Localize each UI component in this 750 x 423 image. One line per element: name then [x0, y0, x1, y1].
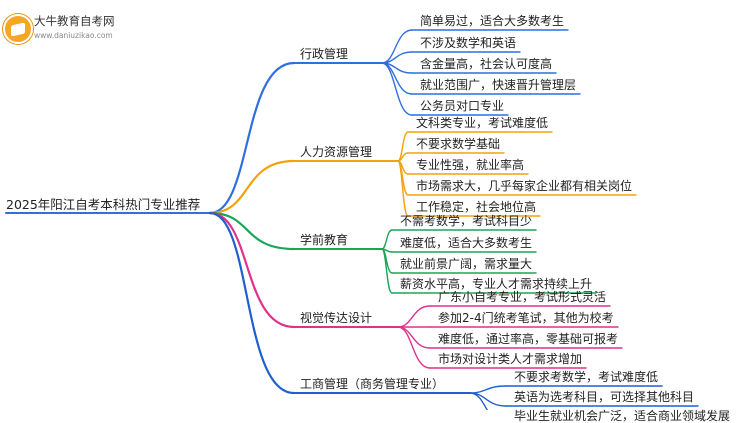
- leaf-topic-1-1: 不要求数学基础: [416, 137, 501, 151]
- leaf-topic-0-2: 含金量高，社会认可度高: [420, 57, 553, 71]
- branch-topic-4: 工商管理（商务管理专业）: [300, 377, 445, 391]
- leaf-link-0-0: [381, 29, 413, 64]
- leaf-link-0-3: [381, 62, 413, 95]
- leaf-topic-4-1: 英语为选考科目，可选择其他科目: [514, 390, 695, 404]
- leaf-link-3-0: [397, 305, 431, 328]
- branch-link-4: [208, 211, 296, 395]
- logo: 大牛教育自考网 www.daniuzikao.com: [3, 12, 143, 46]
- logo-name: 大牛教育自考网: [34, 14, 115, 28]
- leaf-link-3-2: [397, 326, 431, 349]
- leaf-topic-0-1: 不涉及数学和英语: [420, 36, 517, 50]
- branch-link-0: [208, 61, 296, 215]
- leaf-topic-1-0: 文科类专业，考试难度低: [416, 116, 549, 130]
- leaf-topic-0-0: 简单易过，适合大多数考生: [420, 14, 565, 28]
- branch-link-3: [208, 211, 296, 329]
- mind-map: 2025年阳江自考本科热门专业推荐 行政管理 简单易过，适合大多数考生不涉及数学和…: [5, 14, 730, 423]
- leaf-topic-1-2: 专业性强，就业率高: [416, 158, 525, 172]
- leaf-link-2-3: [381, 248, 393, 294]
- branch-topic-1: 人力资源管理: [300, 145, 373, 159]
- leaf-topic-1-3: 市场需求大，几乎每家企业都有相关岗位: [416, 179, 633, 193]
- leaf-topic-2-0: 不需考数学，考试科目少: [400, 214, 533, 228]
- leaf-link-1-1: [397, 152, 409, 162]
- leaf-link-4-0: [469, 385, 507, 394]
- leaf-topic-2-3: 薪资水平高，专业人才需求持续上升: [400, 277, 593, 291]
- leaf-topic-1-4: 工作稳定，社会地位高: [416, 200, 537, 214]
- leaf-topic-2-2: 就业前景广阔，需求量大: [400, 257, 533, 271]
- logo-badge-icon: [3, 14, 33, 44]
- leaf-topic-4-0: 不要求考数学，考试难度低: [514, 370, 659, 384]
- leaf-link-0-4: [381, 62, 413, 116]
- branch-topic-0: 行政管理: [300, 47, 349, 61]
- leaf-topic-4-2: 毕业生就业机会广泛，适合商业领域发展: [514, 409, 731, 423]
- mind-map-links: [5, 29, 699, 410]
- branch-topic-3: 视觉传达设计: [300, 311, 373, 325]
- branch-link-2: [208, 211, 296, 251]
- leaf-topic-3-3: 市场对设计类人才需求增加: [438, 352, 583, 366]
- leaf-link-3-3: [397, 326, 431, 369]
- leaf-topic-3-2: 难度低，通过率高，零基础可报考: [438, 332, 619, 346]
- branch-link-1: [208, 159, 296, 215]
- leaf-topic-3-0: 广东小自考专业，考试形式灵活: [438, 290, 607, 304]
- leaf-topic-2-1: 难度低，适合大多数考生: [400, 236, 533, 250]
- leaf-topic-0-4: 公务员对口专业: [420, 99, 505, 113]
- leaf-link-2-0: [381, 229, 393, 250]
- leaf-topic-0-3: 就业范围广，快速晋升管理层: [420, 78, 577, 92]
- leaf-topic-3-1: 参加2-4门统考笔试，其他为校考: [438, 311, 614, 325]
- root-topic: 2025年阳江自考本科热门专业推荐: [6, 197, 201, 212]
- branch-topic-2: 学前教育: [300, 233, 349, 247]
- logo-url: www.daniuzikao.com: [34, 31, 113, 40]
- leaf-link-1-4: [397, 160, 409, 217]
- leaf-link-4-2: [469, 392, 489, 410]
